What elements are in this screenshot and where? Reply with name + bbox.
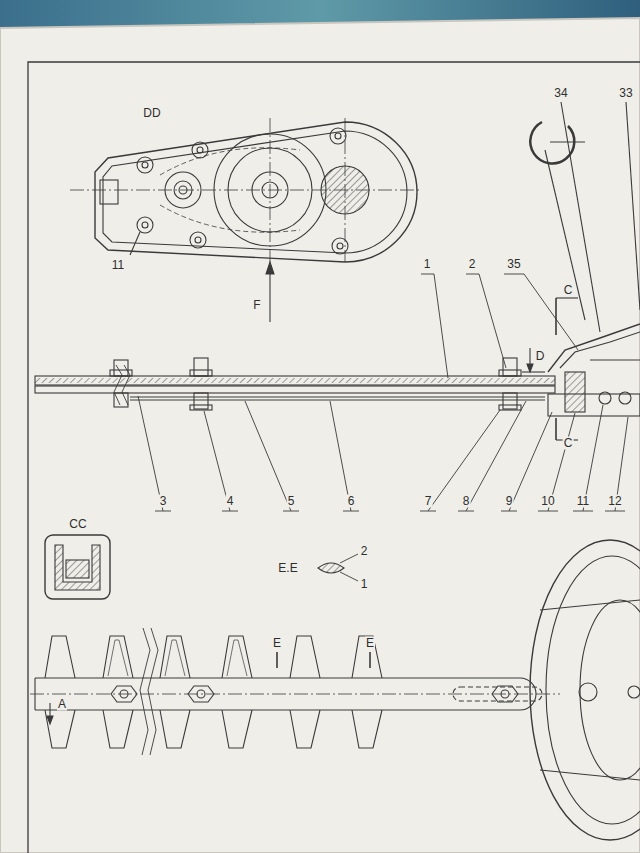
callout-label: D (535, 350, 546, 363)
callout-label: 33 (618, 87, 633, 100)
cc-section (45, 535, 110, 599)
sheet-frame (28, 62, 640, 853)
leader-lines (138, 274, 628, 581)
paper-sheet (0, 18, 640, 853)
callout-label: E.E (277, 562, 298, 575)
callout-label: E (365, 637, 375, 650)
callout-label: 11 (576, 495, 590, 508)
blade-plan-view (30, 628, 560, 755)
callout-label: 6 (347, 495, 356, 508)
callout-label: E (272, 637, 282, 650)
callout-label: 8 (462, 495, 471, 508)
callout-label: 11 (111, 259, 125, 272)
callout-label: A (57, 698, 67, 711)
callout-label: 10 (540, 495, 555, 508)
callout-label: 12 (607, 495, 622, 508)
callout-label: 7 (424, 495, 433, 508)
callout-label: 4 (226, 495, 235, 508)
callout-label: 2 (468, 258, 477, 271)
callout-label: CC (68, 518, 87, 531)
callout-label: DD (142, 107, 161, 120)
callout-label: 5 (287, 495, 296, 508)
callout-label: 9 (505, 495, 514, 508)
dd-housing-section (70, 118, 420, 322)
callout-label: 1 (360, 578, 369, 591)
callout-label: F (252, 299, 261, 312)
callout-label: 2 (360, 545, 369, 558)
callout-label: 3 (159, 495, 168, 508)
callout-label: C (563, 284, 574, 297)
callout-label: 35 (506, 258, 521, 271)
callout-label: C (563, 437, 574, 450)
ee-blade-section (318, 563, 344, 573)
hook-part (530, 102, 640, 332)
callout-label: 34 (553, 87, 568, 100)
callout-label: 1 (423, 258, 432, 271)
trimmer-housing (530, 540, 640, 840)
